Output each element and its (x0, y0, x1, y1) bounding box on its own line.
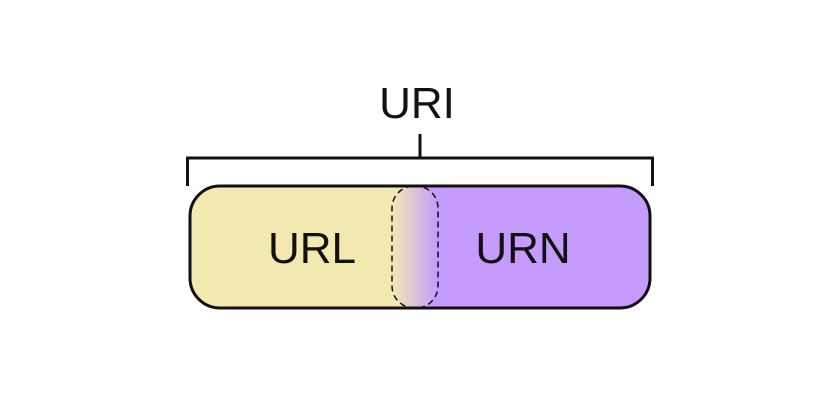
uri-pill-outline (188, 184, 652, 310)
uri-label: URI (379, 79, 455, 128)
url-label: URL (268, 224, 356, 273)
overlap-region (392, 186, 438, 308)
uri-bracket (186, 134, 654, 186)
urn-region (420, 186, 650, 308)
urn-label: URN (475, 224, 570, 273)
url-region (190, 186, 420, 308)
